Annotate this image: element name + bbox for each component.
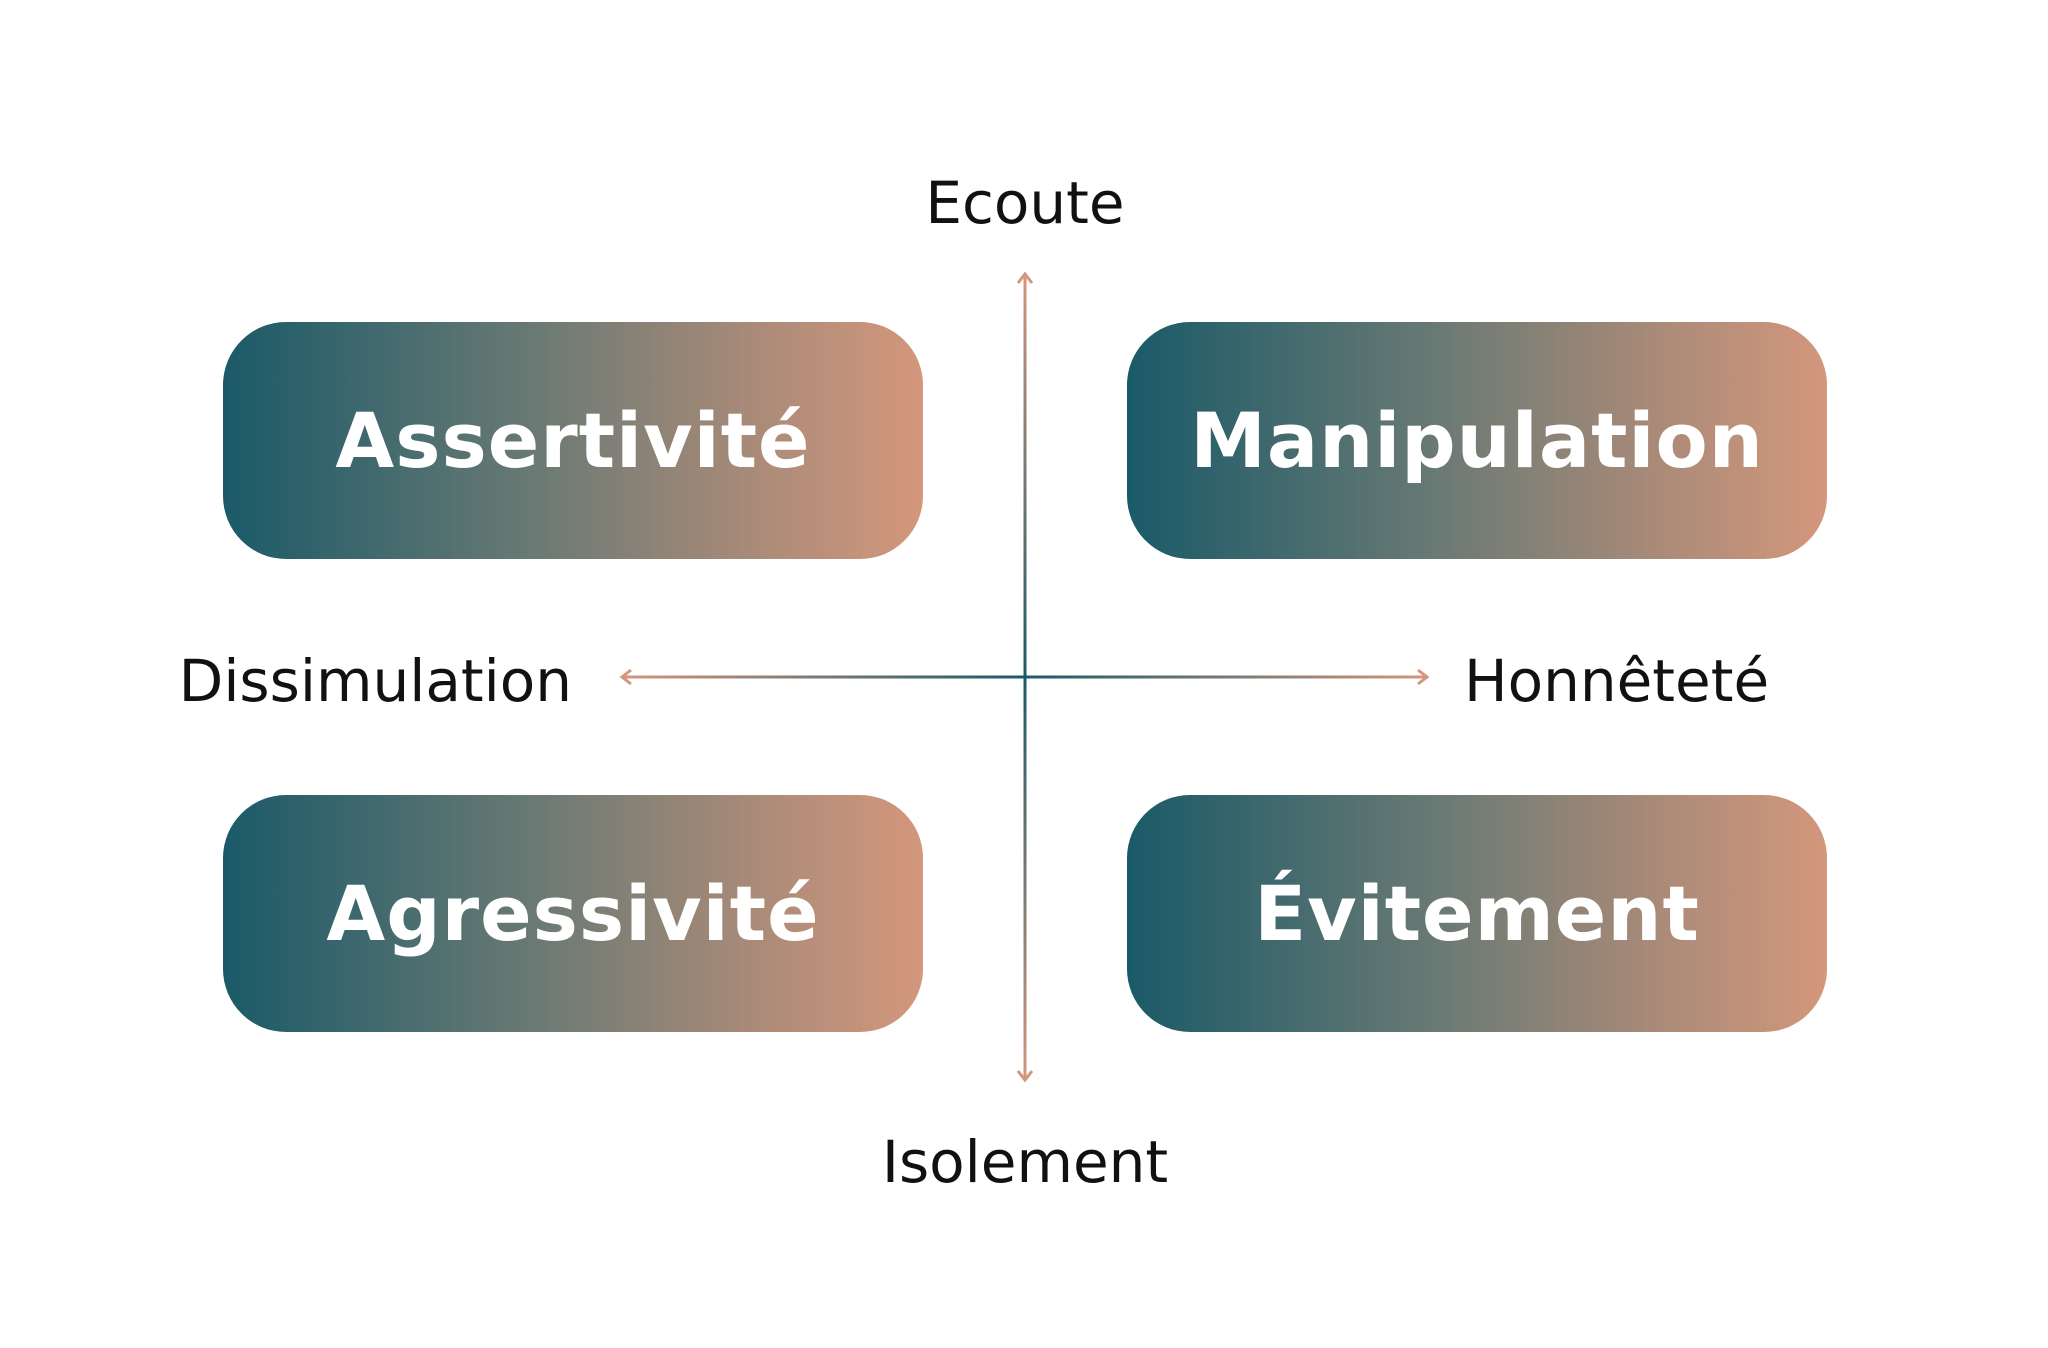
quadrant-assertivite: Assertivité bbox=[223, 322, 923, 559]
arrow-right-icon bbox=[1417, 668, 1430, 686]
quadrant-evitement: Évitement bbox=[1127, 795, 1827, 1032]
quadrant-label: Manipulation bbox=[1190, 396, 1764, 485]
quadrant-manipulation: Manipulation bbox=[1127, 322, 1827, 559]
arrow-up-icon bbox=[1016, 271, 1034, 284]
arrow-down-icon bbox=[1016, 1070, 1034, 1083]
arrow-left-icon bbox=[619, 668, 632, 686]
axis-label-right: Honnêteté bbox=[1464, 647, 1770, 715]
quadrant-label: Agressivité bbox=[326, 869, 820, 958]
axis-label-top: Ecoute bbox=[925, 169, 1125, 237]
axis-label-bottom: Isolement bbox=[881, 1128, 1169, 1196]
quadrant-agressivite: Agressivité bbox=[223, 795, 923, 1032]
quadrant-label: Évitement bbox=[1254, 869, 1700, 958]
axis-label-left: Dissimulation bbox=[178, 647, 572, 715]
quadrant-label: Assertivité bbox=[335, 396, 811, 485]
